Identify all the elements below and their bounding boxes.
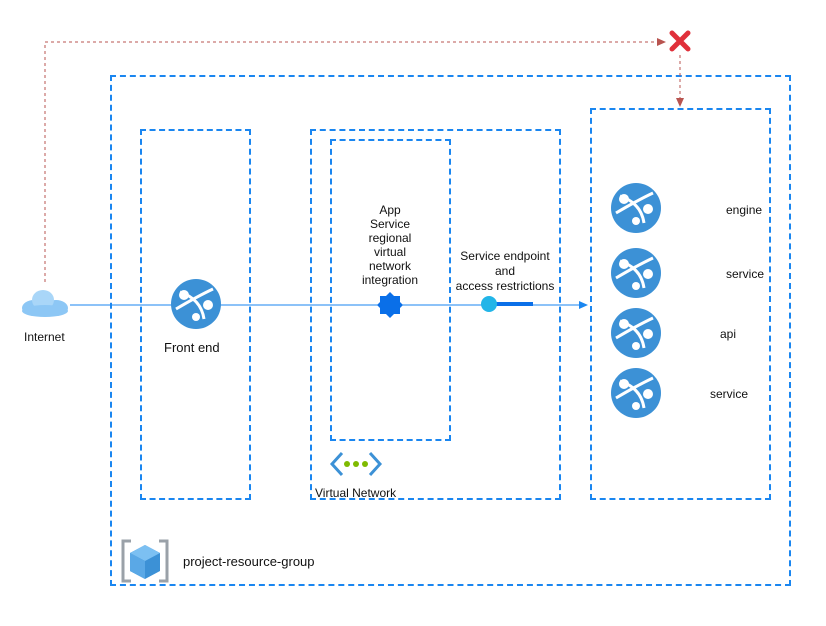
front-end-label: Front end <box>164 340 220 355</box>
integration-icon <box>377 292 403 318</box>
front-end-boundary <box>140 129 251 500</box>
integration-label-line: integration <box>361 273 419 287</box>
resource-group-icon <box>121 539 169 583</box>
integration-label-line: regional <box>368 231 412 245</box>
integration-label-line: virtual <box>373 245 406 259</box>
app-service-icon <box>611 248 661 298</box>
integration-label-line: network <box>368 259 412 273</box>
app-service-icon <box>171 279 221 329</box>
integration-subnet-boundary <box>330 139 451 441</box>
virtual-network-boundary <box>310 129 561 500</box>
resource-group-label: project-resource-group <box>183 554 315 569</box>
service-endpoint-label: Service endpoint and access restrictions <box>450 249 560 294</box>
app-service-icon <box>611 368 661 418</box>
service-endpoint-label-line: access restrictions <box>455 279 555 293</box>
backend-label-api: api <box>720 327 737 341</box>
backend-boundary <box>590 108 771 500</box>
backend-label-engine: engine <box>726 203 763 217</box>
app-service-icon <box>611 308 661 358</box>
cloud-icon <box>22 290 68 317</box>
integration-label-line: Service <box>369 217 410 231</box>
backend-label-service: service <box>710 387 749 401</box>
internet-label: Internet <box>24 330 65 344</box>
virtual-network-icon <box>329 451 383 477</box>
app-service-icon <box>611 183 661 233</box>
blocked-path <box>44 38 684 282</box>
virtual-network-label: Virtual Network <box>315 486 397 500</box>
resource-group-boundary <box>110 75 791 586</box>
backend-label-service: service <box>726 267 765 281</box>
blocked-x-icon <box>668 29 692 53</box>
service-endpoint-icon <box>481 296 533 312</box>
service-endpoint-label-line: Service endpoint <box>460 249 550 263</box>
service-endpoint-label-line: and <box>494 264 516 278</box>
integration-label-line: App <box>379 203 401 217</box>
integration-label: App Service regional virtual network int… <box>355 203 425 287</box>
